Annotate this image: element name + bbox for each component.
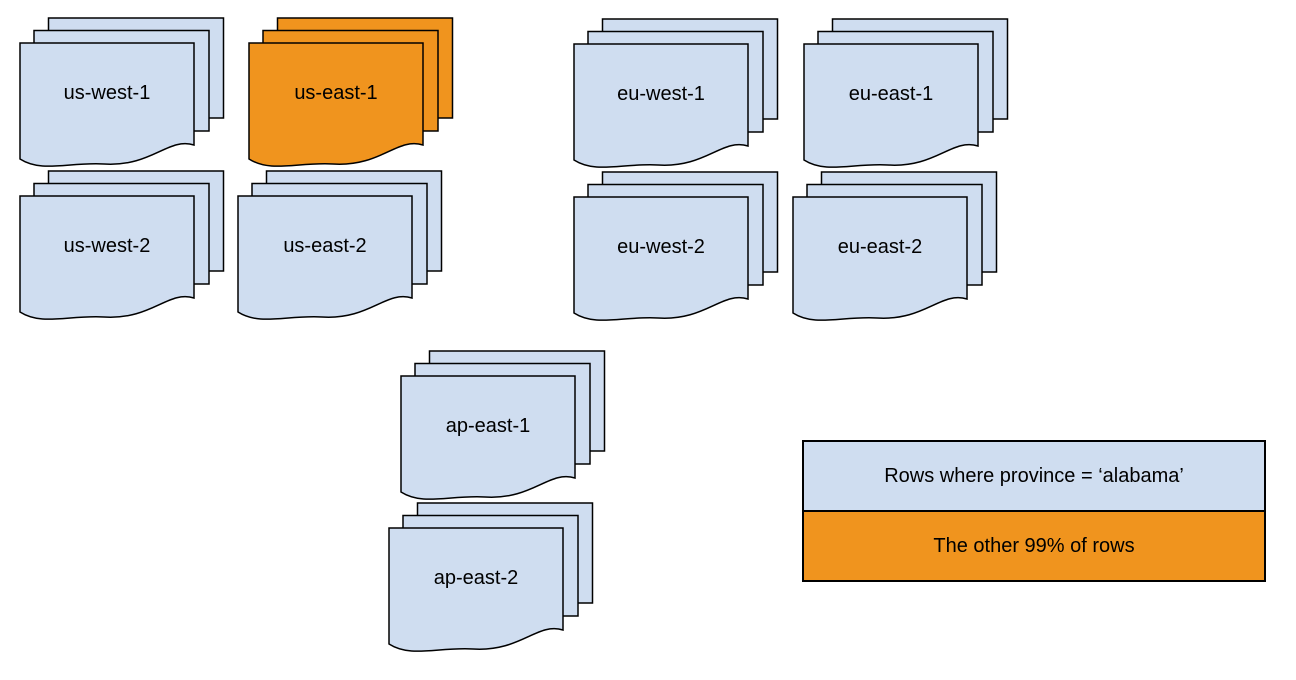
legend-item-other-rows-label: The other 99% of rows bbox=[933, 534, 1135, 557]
region-stack-eu-east-2: eu-east-2 bbox=[792, 171, 998, 323]
region-stack-eu-west-1: eu-west-1 bbox=[573, 18, 779, 170]
region-stack-ap-east-1: ap-east-1 bbox=[400, 350, 606, 502]
legend-item-alabama-rows-label: Rows where province = ‘alabama’ bbox=[884, 464, 1184, 487]
region-stack-us-west-2: us-west-2 bbox=[19, 170, 225, 322]
document-stack-icon bbox=[573, 18, 779, 168]
region-stack-ap-east-2: ap-east-2 bbox=[388, 502, 594, 654]
legend: Rows where province = ‘alabama’ The othe… bbox=[802, 440, 1266, 582]
document-stack-icon bbox=[19, 17, 225, 167]
document-stack-icon bbox=[388, 502, 594, 652]
document-stack-icon bbox=[573, 171, 779, 321]
region-stack-eu-east-1: eu-east-1 bbox=[803, 18, 1009, 170]
legend-item-other-rows: The other 99% of rows bbox=[804, 512, 1264, 580]
region-stack-eu-west-2: eu-west-2 bbox=[573, 171, 779, 323]
document-stack-icon bbox=[792, 171, 998, 321]
region-stack-us-east-1: us-east-1 bbox=[248, 17, 454, 169]
document-stack-icon bbox=[237, 170, 443, 320]
document-stack-icon bbox=[803, 18, 1009, 168]
document-stack-icon bbox=[19, 170, 225, 320]
document-stack-icon bbox=[400, 350, 606, 500]
legend-item-alabama-rows: Rows where province = ‘alabama’ bbox=[804, 442, 1264, 512]
document-stack-icon bbox=[248, 17, 454, 167]
region-stack-us-east-2: us-east-2 bbox=[237, 170, 443, 322]
region-stack-us-west-1: us-west-1 bbox=[19, 17, 225, 169]
